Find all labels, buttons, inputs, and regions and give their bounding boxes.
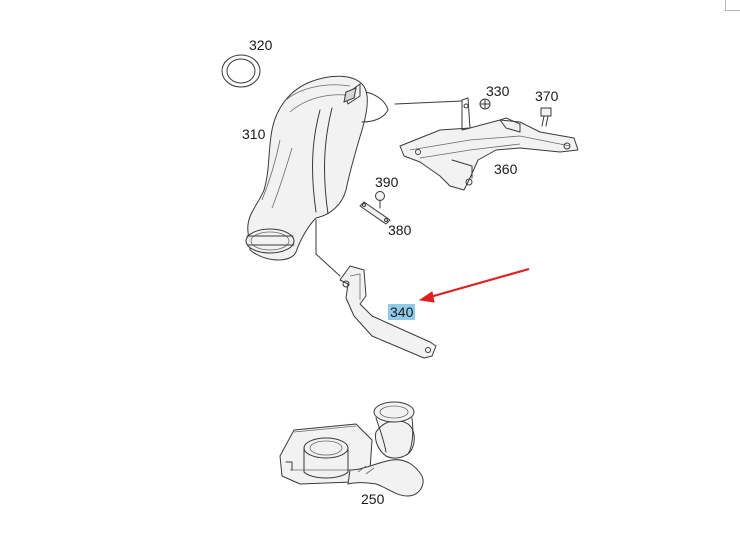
part-390-screw <box>375 191 385 209</box>
callout-360[interactable]: 360 <box>494 161 518 177</box>
part-250-hose-assembly <box>279 401 424 497</box>
part-370-bolt <box>540 107 552 127</box>
part-340-bracket <box>339 265 437 359</box>
callout-250[interactable]: 250 <box>361 491 385 507</box>
callout-330[interactable]: 330 <box>486 83 510 99</box>
part-330-screw <box>479 98 491 110</box>
window-corner <box>725 0 740 11</box>
part-380-clip <box>359 201 391 225</box>
callout-310[interactable]: 310 <box>242 126 266 142</box>
part-310-intake-duct <box>245 75 463 277</box>
callout-320[interactable]: 320 <box>249 37 273 53</box>
callout-380[interactable]: 380 <box>388 222 412 238</box>
part-320-seal-ring <box>221 54 261 88</box>
callout-340-highlighted[interactable]: 340 <box>388 304 416 320</box>
part-360-bracket <box>399 97 579 191</box>
callout-370[interactable]: 370 <box>535 88 559 104</box>
callout-390[interactable]: 390 <box>375 174 399 190</box>
pointer-arrow <box>418 267 530 303</box>
